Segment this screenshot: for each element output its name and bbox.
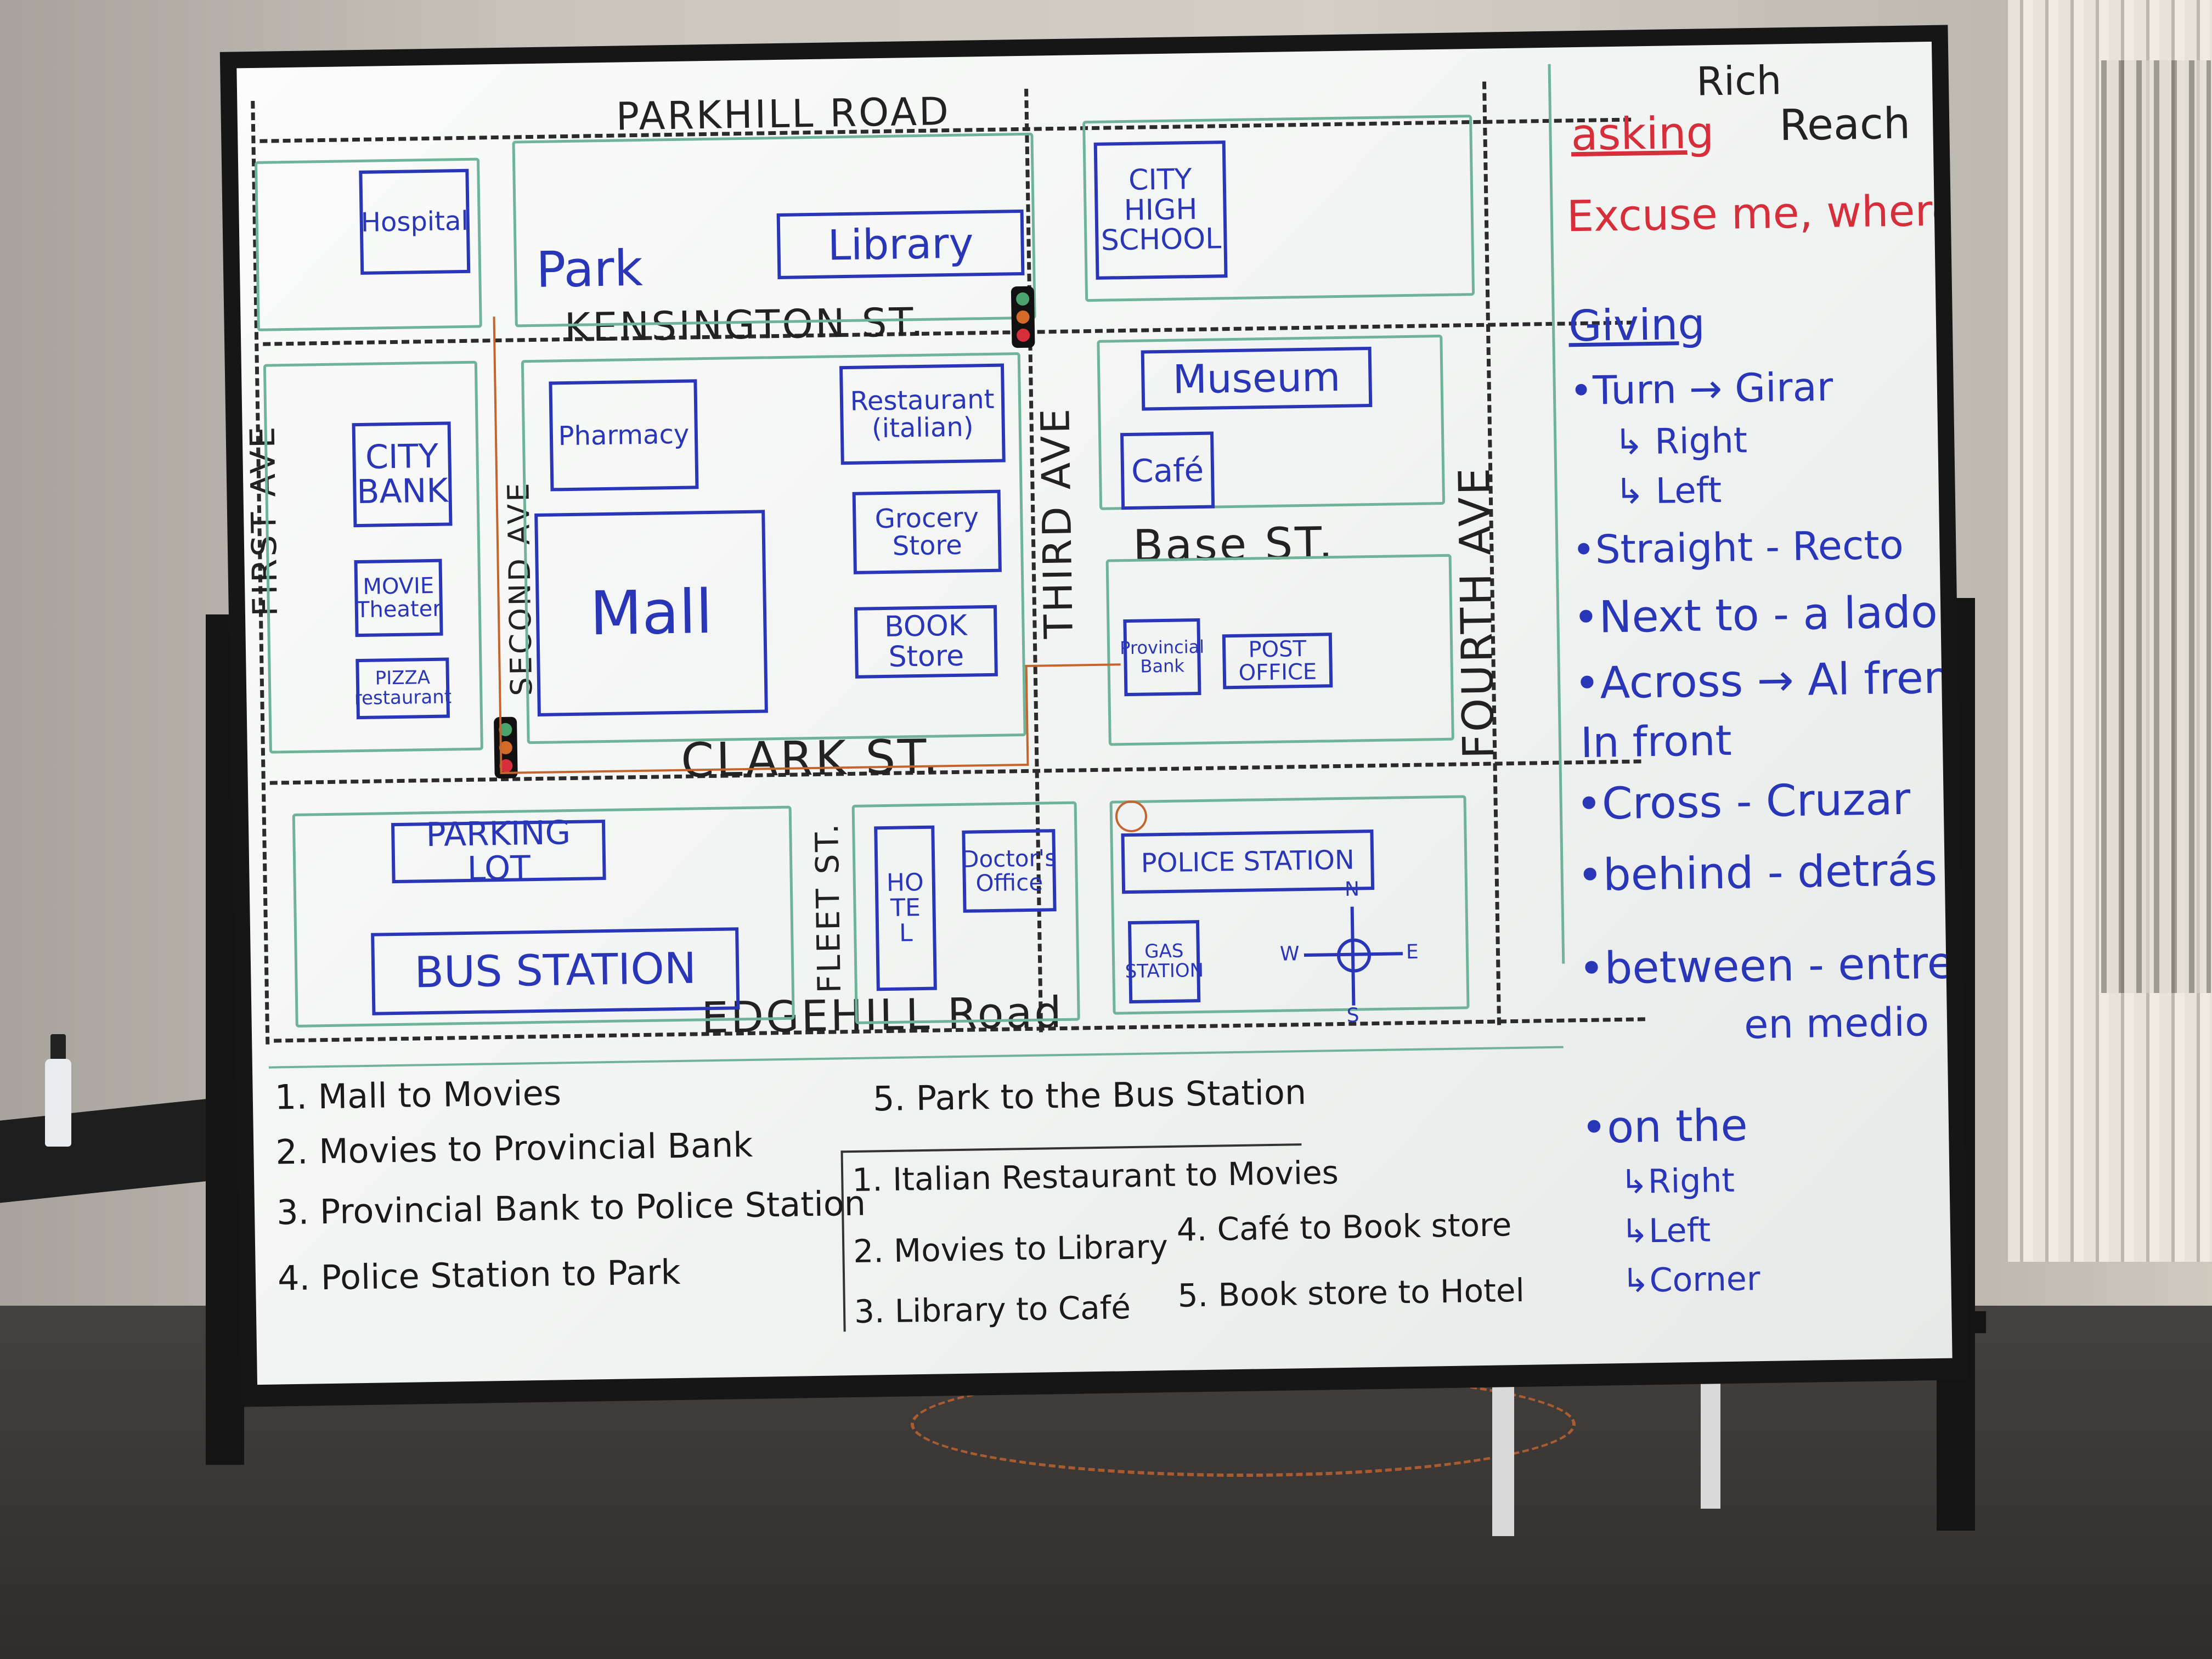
stand-wheel-post xyxy=(1701,1372,1720,1509)
vocab-reach: Reach xyxy=(1779,99,1911,151)
vocab-across: •Across → Al frente xyxy=(1573,651,1953,709)
vocab-on-left: ↳Left xyxy=(1621,1211,1711,1251)
hotel: HOTEL xyxy=(874,825,937,991)
vocab-left: ↳ Left xyxy=(1615,470,1722,513)
column-divider xyxy=(1548,64,1565,964)
post-office: POST OFFICE xyxy=(1222,633,1333,690)
vocab-in-front: In front xyxy=(1580,715,1733,768)
task-left-1: 1. Mall to Movies xyxy=(274,1073,562,1118)
tasks-divider xyxy=(268,1046,1564,1069)
vocab-corner: ↳Corner xyxy=(1621,1260,1761,1301)
vocab-on-right: ↳Right xyxy=(1620,1161,1735,1202)
vocab-straight: •Straight - Recto xyxy=(1571,521,1904,573)
tasks-bracket xyxy=(840,1143,1302,1153)
vocab-between: •between - entre xyxy=(1578,937,1953,995)
italian-restaurant: Restaurant (italian) xyxy=(839,363,1006,465)
bottle-cap xyxy=(50,1034,66,1063)
cafe: Café xyxy=(1120,431,1215,510)
vocab-en-medio: en medio xyxy=(1743,998,1929,1048)
book-store: BOOK Store xyxy=(854,605,998,679)
city-high-school: CITY HIGH SCHOOL xyxy=(1093,140,1228,280)
vocab-on-the: •on the xyxy=(1581,1099,1748,1154)
pharmacy: Pharmacy xyxy=(549,379,699,492)
vocab-turn: •Turn → Girar xyxy=(1569,363,1833,414)
compass-n: N xyxy=(1344,878,1360,901)
compass-e: E xyxy=(1406,940,1419,964)
task-right-5: 5. Book store to Hotel xyxy=(1177,1271,1525,1314)
movie-theater: MOVIE Theater xyxy=(354,558,443,637)
parkhill-road-label: PARKHILL ROAD xyxy=(616,88,951,139)
museum: Museum xyxy=(1141,346,1373,411)
compass-w: W xyxy=(1279,943,1300,966)
grocery-store: Grocery Store xyxy=(852,489,1002,574)
whiteboard: PARKHILL ROAD KENSINGTON ST. CLARK ST. E… xyxy=(236,41,1953,1385)
task-left-4: 4. Police Station to Park xyxy=(277,1251,681,1299)
route-line xyxy=(493,317,503,772)
city-bank: CITY BANK xyxy=(352,421,453,528)
task-mid-1: 1. Italian Restaurant to Movies xyxy=(851,1154,1339,1199)
bottle xyxy=(45,1059,71,1147)
library: Library xyxy=(776,209,1025,279)
vocab-rich: Rich xyxy=(1696,57,1782,105)
bus-station: BUS STATION xyxy=(371,927,740,1015)
vocab-giving: Giving xyxy=(1568,300,1706,352)
clark-line xyxy=(269,759,1641,785)
vocab-cross: •Cross - Cruzar xyxy=(1575,773,1911,830)
traffic-light-icon xyxy=(493,716,518,779)
compass-icon: N S E W xyxy=(1280,878,1419,1026)
task-left-2: 2. Movies to Provincial Bank xyxy=(275,1124,753,1172)
route-line xyxy=(1025,663,1122,766)
doctors-office: Doctor's Office xyxy=(961,829,1057,913)
vocab-next-to: •Next to - a lado xyxy=(1572,586,1938,644)
vocab-behind: •behind - detrás xyxy=(1577,844,1938,901)
fleet-st-label: FLEET ST. xyxy=(808,821,848,994)
task-5: 5. Park to the Bus Station xyxy=(872,1072,1307,1119)
stand-wheel-post xyxy=(1492,1372,1514,1536)
pizza-restaurant: PIZZA restaurant xyxy=(354,657,452,720)
gas-station: GAS STATION xyxy=(1125,920,1204,1004)
task-mid-2: 2. Movies to Library xyxy=(853,1228,1169,1271)
vocab-excuse-me: Excuse me, where is...? xyxy=(1566,184,1953,242)
park: Park xyxy=(535,239,644,299)
hospital: Hospital xyxy=(359,168,471,275)
parking-lot: PARKING LOT xyxy=(391,814,606,888)
third-ave-label: THIRD AVE xyxy=(1032,406,1082,639)
compass-s: S xyxy=(1346,1004,1359,1027)
task-mid-3: 3. Library to Café xyxy=(854,1289,1131,1331)
task-left-3: 3. Provincial Bank to Police Station xyxy=(276,1183,866,1233)
vocab-right: ↳ Right xyxy=(1613,420,1748,464)
window xyxy=(2101,60,2211,993)
traffic-light-icon xyxy=(1011,286,1035,348)
task-right-4: 4. Café to Book store xyxy=(1176,1206,1512,1249)
police-station: POLICE STATION xyxy=(1121,830,1375,894)
tasks-bracket xyxy=(840,1150,846,1332)
vocab-asking: asking xyxy=(1570,107,1714,161)
mall: Mall xyxy=(534,510,768,716)
provincial-bank: Provincial Bank xyxy=(1120,618,1204,697)
fourth-ave-label: FOURTH AVE xyxy=(1450,465,1504,759)
